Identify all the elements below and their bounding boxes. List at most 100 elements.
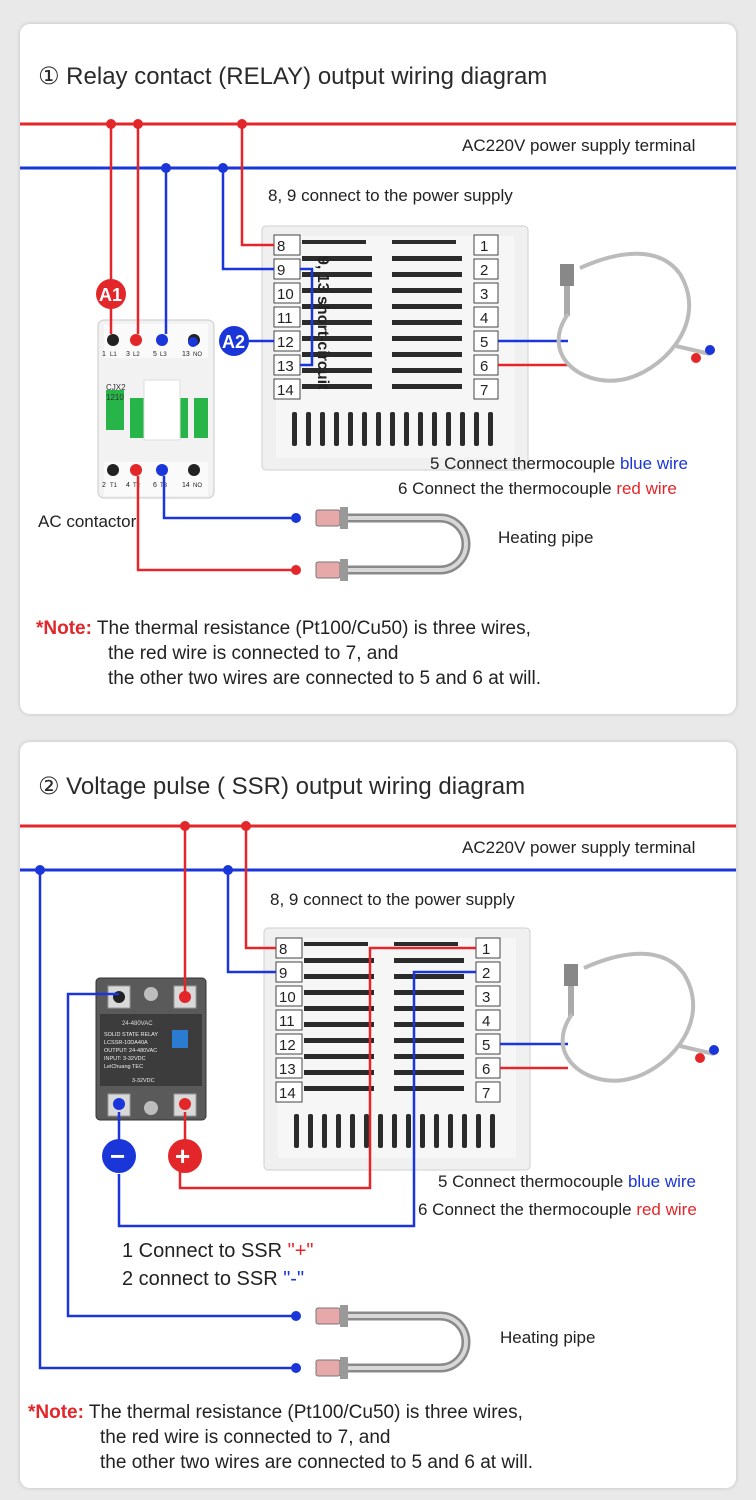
ssr-terminal-11: 11 bbox=[279, 1013, 295, 1030]
ssr-tc-blue-word: blue wire bbox=[627, 1172, 696, 1191]
ssr-top-spec: 24-480VAC bbox=[122, 1021, 153, 1027]
ssr-note-line-1: The thermal resistance (Pt100/Cu50) is t… bbox=[88, 1402, 523, 1423]
marker-a2 bbox=[219, 326, 249, 356]
relay-tc-blue-prefix: 5 Connect thermocouple bbox=[430, 454, 620, 473]
relay-terminal-4: 4 bbox=[480, 310, 488, 327]
contactor-bottom-term-14: 14 bbox=[182, 482, 190, 489]
contactor-top-term-1: 1 bbox=[102, 351, 106, 358]
ssr-terminal-13: 13 bbox=[279, 1061, 296, 1078]
contactor-top-sub-13: NO bbox=[193, 352, 202, 358]
ssr-plus-marker bbox=[168, 1139, 202, 1173]
ssr-note: *Note: The thermal resistance (Pt100/Cu5… bbox=[28, 1400, 523, 1425]
ssr-text-4: INPUT: 3-32VDC bbox=[104, 1056, 146, 1062]
relay-diagram-title: ① Relay contact (RELAY) output wiring di… bbox=[38, 63, 548, 90]
relay-short-circuit-jumper bbox=[300, 267, 314, 367]
relay-heating-pipe bbox=[315, 507, 471, 581]
relay-terminal-9: 9 bbox=[277, 262, 285, 279]
relay-terminal-3: 3 bbox=[480, 286, 488, 303]
ssr-terminal-1: 1 bbox=[482, 941, 490, 958]
ssr-note-line-2: the red wire is connected to 7, and bbox=[100, 1427, 391, 1448]
relay-wiring-panel: ① Relay contact (RELAY) output wiring di… bbox=[20, 24, 736, 714]
relay-heating-label: Heating pipe bbox=[498, 528, 594, 547]
ssr-right-terminal-block: 1 2 3 4 5 6 7 bbox=[475, 937, 501, 1103]
contactor-top-sub-5: L3 bbox=[160, 352, 167, 358]
ssr-wire-output-to-heater bbox=[66, 992, 296, 1318]
ssr-terminal-10: 10 bbox=[279, 989, 296, 1006]
ssr-tc-blue-caption: 5 Connect thermocouple blue wire bbox=[438, 1172, 696, 1192]
relay-wire-neutral-to-9 bbox=[221, 168, 274, 271]
ssr-logo-icon bbox=[172, 1030, 188, 1048]
ssr-wire-neutral-to-9 bbox=[226, 870, 276, 974]
ssr-wire-neutral-to-heater bbox=[38, 870, 296, 1370]
ssr-device: 24-480VAC SOLID STATE RELAY LCSSR-10DA40… bbox=[95, 977, 207, 1121]
relay-tc-red-word: red wire bbox=[616, 479, 677, 498]
contactor-top-term-5: 5 bbox=[153, 351, 157, 358]
relay-note-label: *Note: bbox=[36, 618, 92, 639]
marker-a1 bbox=[96, 279, 126, 309]
relay-terminal-6: 6 bbox=[480, 358, 488, 375]
ssr-plus-label: + bbox=[175, 1141, 190, 1171]
ssr-terminal-6: 6 bbox=[482, 1061, 490, 1078]
relay-thermocouple-probe bbox=[556, 251, 715, 383]
ssr-wiring-panel: ② Voltage pulse ( SSR) output wiring dia… bbox=[20, 742, 736, 1488]
ssr-wire-terminal2-to-minus bbox=[117, 970, 476, 1228]
contactor-top-sub-1: L1 bbox=[110, 352, 117, 358]
ssr-supply-label: AC220V power supply terminal bbox=[462, 838, 696, 857]
ssr-terminal-5: 5 bbox=[482, 1037, 490, 1054]
marker-a1-label: A1 bbox=[99, 285, 122, 305]
relay-terminal-1: 1 bbox=[480, 238, 488, 255]
ssr-text-1: SOLID STATE RELAY bbox=[104, 1032, 158, 1038]
ssr-diagram-title: ② Voltage pulse ( SSR) output wiring dia… bbox=[38, 773, 526, 800]
contactor-bottom-term-6: 6 bbox=[153, 482, 157, 489]
ssr-tc-red-caption: 6 Connect the thermocouple red wire bbox=[418, 1200, 697, 1220]
relay-power-note: 8, 9 connect to the power supply bbox=[268, 186, 513, 205]
ssr-connect-minus: 2 connect to SSR "-" bbox=[122, 1268, 304, 1291]
relay-supply-label: AC220V power supply terminal bbox=[462, 136, 696, 155]
relay-tc-blue-word: blue wire bbox=[619, 454, 688, 473]
ssr-terminal-7: 7 bbox=[482, 1085, 490, 1102]
contactor-rating: 1210 bbox=[106, 393, 124, 402]
relay-right-terminal-block: 1 2 3 4 5 6 7 bbox=[473, 234, 499, 400]
relay-terminal-5: 5 bbox=[480, 334, 488, 351]
marker-a2-label: A2 bbox=[222, 332, 245, 352]
ssr-connect-plus: 1 Connect to SSR "+" bbox=[122, 1240, 314, 1263]
relay-tc-red-caption: 6 Connect the thermocouple red wire bbox=[398, 479, 677, 499]
relay-terminal-2: 2 bbox=[480, 262, 488, 279]
ssr-note-line-3: the other two wires are connected to 5 a… bbox=[100, 1452, 534, 1473]
relay-wiring-svg: 8 9 10 11 12 13 14 1 2 3 4 5 6 7 9, 13 bbox=[20, 119, 736, 581]
contactor-bottom-term-2: 2 bbox=[102, 482, 106, 489]
relay-short-circuit-label: 9, 13 short-circuit bbox=[314, 256, 331, 390]
ssr-connect-minus-mark: "-" bbox=[283, 1268, 305, 1290]
relay-terminal-11: 11 bbox=[277, 310, 293, 327]
relay-contactor-label: AC contactor bbox=[38, 512, 137, 531]
ssr-tc-red-prefix: 6 Connect the thermocouple bbox=[418, 1200, 637, 1219]
ssr-wire-live-to-8 bbox=[244, 826, 276, 950]
ssr-terminal-9: 9 bbox=[279, 965, 287, 982]
contactor-bottom-sub-2: T1 bbox=[110, 483, 118, 489]
relay-wire-t3-to-heater bbox=[162, 476, 296, 520]
ssr-text-3: OUTPUT: 24-480VAC bbox=[104, 1048, 157, 1054]
ssr-terminal-2: 2 bbox=[482, 965, 490, 982]
ssr-left-terminal-block: 8 9 10 11 12 13 14 bbox=[275, 937, 303, 1103]
relay-note-line-2: the red wire is connected to 7, and bbox=[108, 643, 399, 664]
ssr-heating-label: Heating pipe bbox=[500, 1328, 596, 1347]
ssr-minus-marker bbox=[102, 1139, 136, 1173]
ssr-tc-blue-prefix: 5 Connect thermocouple bbox=[438, 1172, 628, 1191]
ssr-connect-plus-prefix: 1 Connect to SSR bbox=[122, 1240, 288, 1262]
ssr-terminal-4: 4 bbox=[482, 1013, 490, 1030]
relay-terminal-12: 12 bbox=[277, 334, 294, 351]
ssr-connect-plus-mark: "+" bbox=[287, 1240, 314, 1262]
ssr-connect-minus-prefix: 2 connect to SSR bbox=[122, 1268, 284, 1290]
relay-wire-t2-to-heater bbox=[136, 476, 296, 572]
ssr-heating-pipe bbox=[315, 1305, 471, 1379]
relay-terminal-8: 8 bbox=[277, 238, 285, 255]
relay-note: *Note: The thermal resistance (Pt100/Cu5… bbox=[36, 616, 531, 641]
ssr-power-note: 8, 9 connect to the power supply bbox=[270, 890, 515, 909]
relay-note-line-1: The thermal resistance (Pt100/Cu50) is t… bbox=[96, 618, 531, 639]
ssr-terminal-8: 8 bbox=[279, 941, 287, 958]
ssr-minus-label: − bbox=[110, 1141, 125, 1171]
ssr-wire-terminal1-to-plus bbox=[178, 946, 476, 1190]
ssr-text-2: LCSSR-10DA40A bbox=[104, 1040, 148, 1046]
relay-wire-live-to-8 bbox=[240, 124, 274, 247]
ssr-wiring-svg: 8 9 10 11 12 13 14 1 2 3 4 5 6 7 bbox=[20, 821, 736, 1379]
